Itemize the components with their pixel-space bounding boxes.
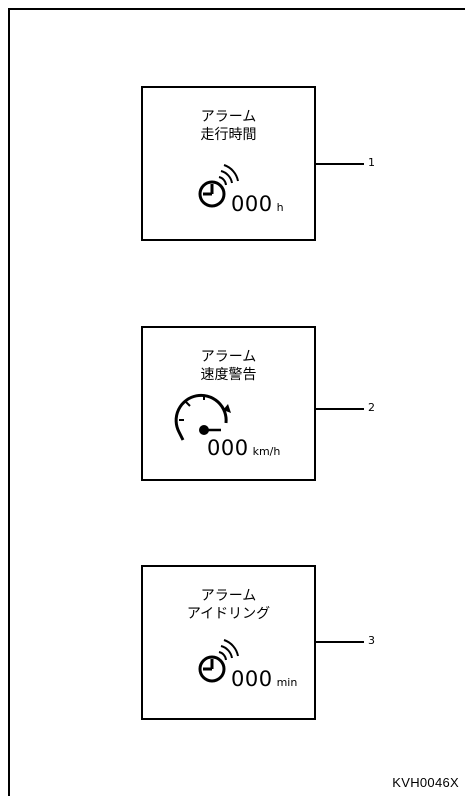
clock-signal-icon [198,639,239,683]
speedometer-icon [174,393,231,441]
panel-title-line1: アラーム [200,349,257,365]
readout-unit: h [276,201,284,214]
readout-value: 000 [231,192,273,216]
figure-code: KVH0046X [392,775,459,790]
readout-unit: min [276,676,298,689]
frame-top-border [8,8,465,10]
frame-left-border [8,8,10,796]
callout-leader-1 [316,163,364,165]
readout-unit: km/h [252,445,281,458]
panel-title-line2: 走行時間 [200,127,257,143]
callout-number-1: 1 [368,156,375,169]
readout-value: 000 [207,436,249,460]
callout-number-3: 3 [368,634,375,647]
callout-leader-3 [316,641,364,643]
clock-signal-icon [198,164,239,208]
callout-leader-2 [316,408,364,410]
panel-title-line1: アラーム [200,109,257,125]
panel-title-line2: アイドリング [186,606,271,622]
callout-number-2: 2 [368,401,375,414]
panel-title-line2: 速度警告 [200,367,257,383]
panel-title-line1: アラーム [200,588,257,604]
readout-value: 000 [231,667,273,691]
